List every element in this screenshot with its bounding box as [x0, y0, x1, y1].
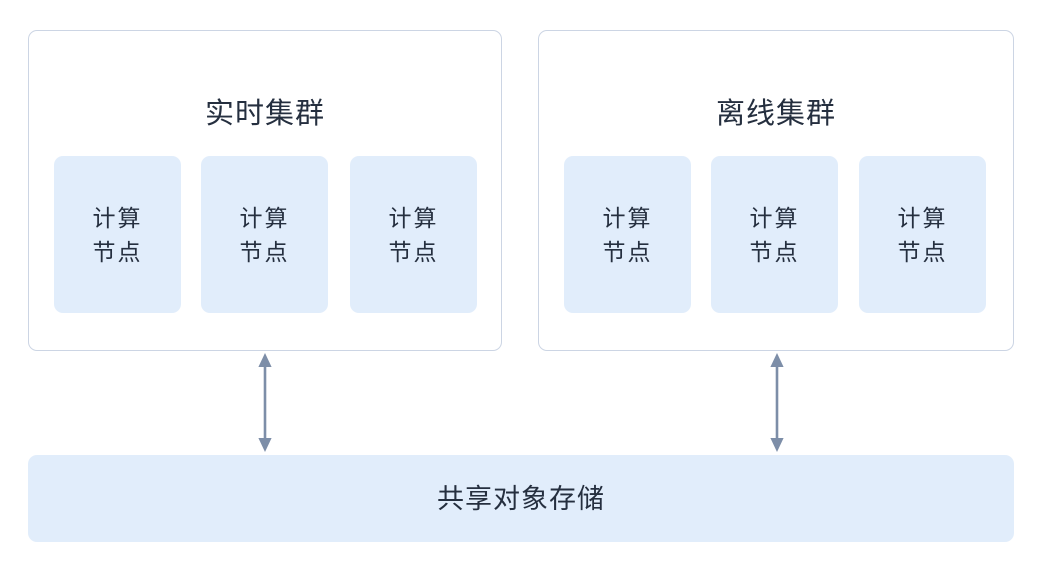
- compute-node-label-line1: 计算: [897, 204, 948, 231]
- compute-node: 计算 节点: [711, 156, 838, 313]
- cluster-box-offline: 离线集群 计算 节点 计算 节点 计算 节点: [538, 30, 1014, 351]
- compute-node: 计算 节点: [859, 156, 986, 313]
- cluster-title-realtime: 实时集群: [204, 98, 325, 130]
- compute-node-label-line1: 计算: [388, 204, 439, 231]
- compute-node-label-line2: 节点: [602, 238, 653, 265]
- compute-node-label-line2: 节点: [749, 238, 800, 265]
- double-arrow-icon: [254, 352, 276, 453]
- node-row-offline: 计算 节点 计算 节点 计算 节点: [539, 156, 1013, 313]
- compute-node-label-line1: 计算: [92, 204, 143, 231]
- compute-node: 计算 节点: [201, 156, 328, 313]
- shared-object-storage-box: 共享对象存储: [28, 455, 1014, 542]
- double-arrow-icon: [766, 352, 788, 453]
- shared-object-storage-label: 共享对象存储: [437, 483, 605, 514]
- compute-node: 计算 节点: [564, 156, 691, 313]
- compute-node-label-line1: 计算: [239, 204, 290, 231]
- compute-node: 计算 节点: [350, 156, 477, 313]
- compute-node-label-line2: 节点: [388, 238, 439, 265]
- compute-node-label-line2: 节点: [92, 238, 143, 265]
- cluster-title-offline: 离线集群: [715, 98, 836, 130]
- compute-node-label-line2: 节点: [897, 238, 948, 265]
- compute-node-label-line2: 节点: [239, 238, 290, 265]
- compute-node-label-line1: 计算: [602, 204, 653, 231]
- compute-node-label-line1: 计算: [749, 204, 800, 231]
- compute-node: 计算 节点: [54, 156, 181, 313]
- node-row-realtime: 计算 节点 计算 节点 计算 节点: [29, 156, 501, 313]
- cluster-box-realtime: 实时集群 计算 节点 计算 节点 计算 节点: [28, 30, 502, 351]
